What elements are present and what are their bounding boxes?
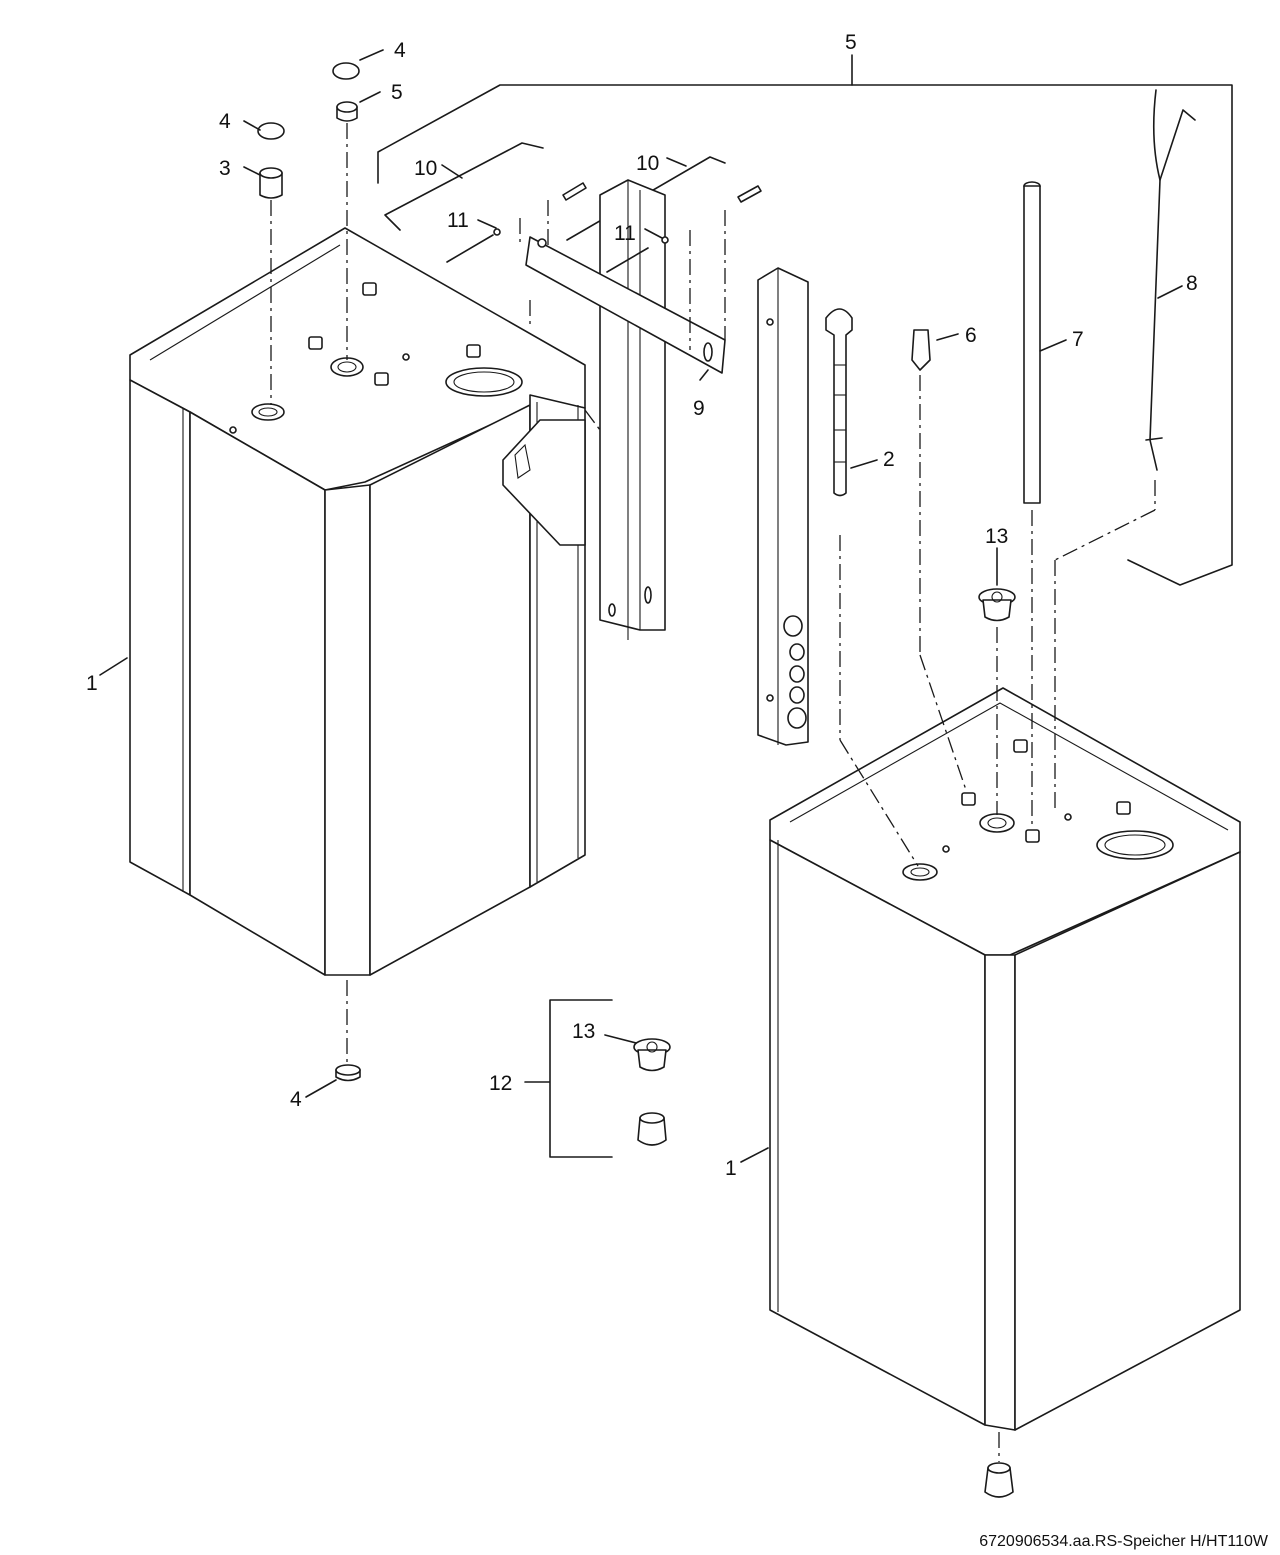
label-cable-8: 8 (1186, 272, 1198, 295)
right-tank (769, 687, 1241, 1431)
boss-nipples-right (961, 739, 1131, 843)
vertical-post-right (757, 267, 809, 746)
label-group-10-left: 10 (414, 157, 437, 180)
label-sensor-6: 6 (965, 324, 977, 347)
vertical-post-left (599, 179, 666, 640)
group-10-left-frame (384, 142, 544, 231)
label-insert-5: 5 (391, 81, 403, 104)
cap-4-bottom-shape (335, 1064, 361, 1082)
label-cap-4-bottom: 4 (290, 1088, 302, 1111)
cap-4-top-a-shape (332, 62, 360, 80)
leader-lines (99, 49, 1183, 1163)
label-tank-left: 1 (86, 672, 98, 695)
plug-13-set-shape (633, 1038, 671, 1072)
label-screw-11-left: 11 (447, 209, 469, 232)
label-set-12: 12 (489, 1072, 512, 1095)
label-screw-11-right: 11 (614, 222, 636, 245)
tube-7 (1023, 181, 1041, 504)
cap-4-top-b-shape (257, 122, 285, 140)
label-group-10-right: 10 (636, 152, 659, 175)
label-bar-9: 9 (693, 397, 705, 420)
label-tank-right: 1 (725, 1157, 737, 1180)
label-plug-13-top: 13 (985, 525, 1008, 548)
insert-5-shape (336, 101, 358, 122)
label-tube-7: 7 (1072, 328, 1084, 351)
sensor-6 (911, 329, 931, 371)
label-rod-2: 2 (883, 448, 895, 471)
cross-bar-9 (525, 236, 726, 374)
boss-nipples-left (308, 282, 481, 386)
screws-11 (446, 228, 669, 273)
label-cap-4-top-a: 4 (394, 39, 406, 62)
sleeve-3-shape (259, 167, 283, 199)
cable-8 (1145, 89, 1196, 471)
group-5-frame (377, 84, 1233, 586)
label-bracket-5: 5 (845, 31, 857, 54)
drain-plug-bottom (984, 1462, 1014, 1498)
left-tank (129, 227, 586, 976)
label-sleeve-3: 3 (219, 157, 231, 180)
rod-2 (825, 308, 853, 497)
diagram-caption: 6720906534.aa.RS-Speicher H/HT110W (979, 1533, 1269, 1550)
label-plug-13-set: 13 (572, 1020, 595, 1043)
label-cap-4-top-b: 4 (219, 110, 231, 133)
callout-labels: 1 1 2 3 4 4 4 5 5 6 7 8 9 10 10 11 11 12… (86, 31, 1198, 1180)
dowels (562, 182, 762, 203)
alignment-lines (270, 123, 1156, 1462)
nipple-set-shape (637, 1112, 667, 1146)
set-12-bracket (524, 999, 613, 1158)
plug-13-top-shape (978, 588, 1016, 622)
